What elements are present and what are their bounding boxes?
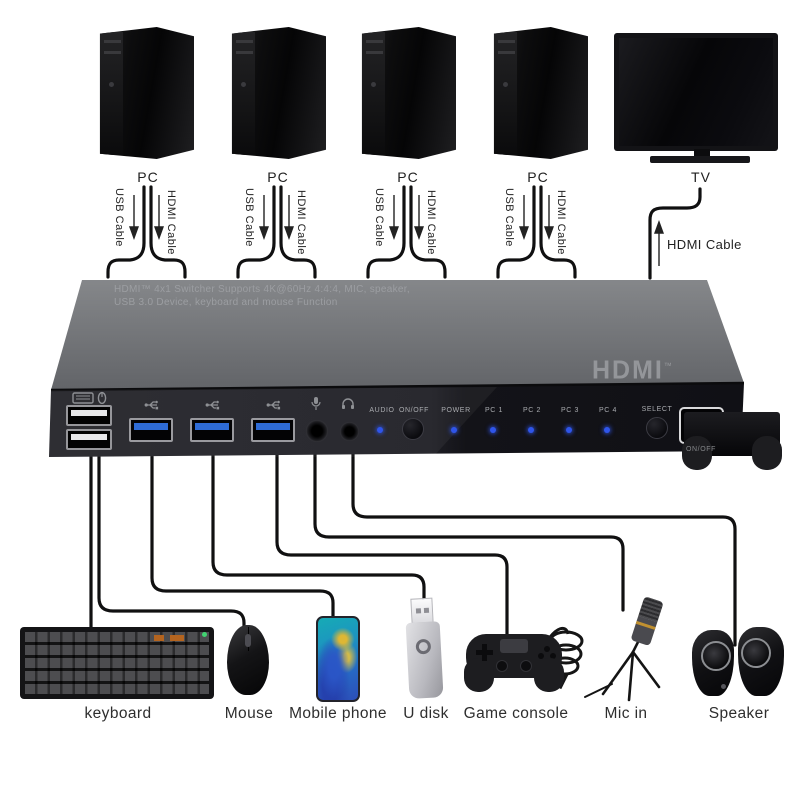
speaker-label: Speaker [708,705,770,722]
hdmi-cable-label-1: HDMI Cable [165,190,177,255]
usb-icon-3 [266,400,281,410]
usb-icon-2 [205,400,220,410]
tv-screen [619,38,773,146]
usb3-port-2 [190,418,234,442]
keyboard-keys [25,632,209,694]
tower-front-bezel [99,32,124,156]
pc1-port-label: PC 1 [485,407,503,414]
select-button [646,417,668,439]
audio-led [377,427,383,433]
audio-onoff-button [402,418,424,440]
speaker-left [692,630,734,696]
game-console-label: Game console [463,705,569,722]
keyboard [20,627,214,699]
usb-cable-label-1: USB Cable [113,188,125,247]
usb3-port-3 [251,418,295,442]
pc3-led [566,427,572,433]
device-description-text: HDMI™ 4x1 Switcher Supports 4K@60Hz 4:4:… [114,284,410,309]
rocker-onoff-label: ON/OFF [685,446,717,453]
hdmi-cable-label-4: HDMI Cable [555,190,567,255]
headphone-icon [342,398,354,409]
pc2-led [528,427,534,433]
keyboard-accent-key [170,635,184,641]
pc-tower-3 [361,27,456,159]
pc-tower-1 [99,27,194,159]
tv-label: TV [691,169,711,185]
usb3-port-1 [129,418,173,442]
pc3-label: PC [397,169,419,185]
pc4-label: PC [527,169,549,185]
hdmi-logo: HDMI™ [592,355,674,385]
mobile-phone [316,616,360,702]
power-led [451,427,457,433]
power-label: POWER [441,407,471,414]
udisk-label: U disk [403,705,449,722]
hdmi-cable-label-3: HDMI Cable [425,190,437,255]
usb-cable-label-2: USB Cable [243,188,255,247]
pc1-led [490,427,496,433]
speaker-right [738,627,784,696]
tv-stand-neck [694,149,710,157]
usb-cable-label-3: USB Cable [373,188,385,247]
keyboard-label: keyboard [84,705,152,722]
pc2-label: PC [267,169,289,185]
power-rocker-switch [679,407,782,470]
keyboard-indicator-led [202,632,207,637]
pc4-led [604,427,610,433]
pc-tower-4 [493,27,588,159]
tv-stand-base [650,156,750,163]
select-label: SELECT [641,406,673,413]
usb2-port-top [66,405,112,426]
mobile-phone-label: Mobile phone [289,705,387,722]
keyboard-mouse-icon [72,391,107,404]
mic-icon [311,397,321,410]
pc3-port-label: PC 3 [561,407,579,414]
speaker-driver [741,638,771,668]
device-description-line2: USB 3.0 Device, keyboard and mouse Funct… [114,296,338,308]
tv-monitor [614,33,778,151]
controller-stick-right [520,660,532,672]
mic-in-label: Mic in [604,705,648,722]
speaker-driver [701,641,731,671]
mic-jack [306,420,328,442]
audio-onoff-label: ON/OFF [398,407,430,414]
audio-label: AUDIO [369,407,395,414]
hdmi-cable-label-2: HDMI Cable [295,190,307,255]
pc-tower-2 [231,27,326,159]
tv-hdmi-cable-label: HDMI Cable [667,237,742,252]
mouse-scroll-wheel [245,634,251,647]
usb-cable-label-4: USB Cable [503,188,515,247]
usb2-port-bottom [66,429,112,450]
mouse [227,625,269,695]
usb-icon-1 [144,400,159,410]
pc2-port-label: PC 2 [523,407,541,414]
mouse-label: Mouse [224,705,274,722]
device-description-line1: HDMI™ 4x1 Switcher Supports 4K@60Hz 4:4:… [114,284,410,295]
headphone-jack [340,422,359,441]
controller-touchpad [500,639,528,653]
pc4-port-label: PC 4 [599,407,617,414]
pc1-label: PC [137,169,159,185]
controller-stick-left [496,660,508,672]
game-controller [464,634,564,692]
keyboard-accent-key [154,635,164,641]
